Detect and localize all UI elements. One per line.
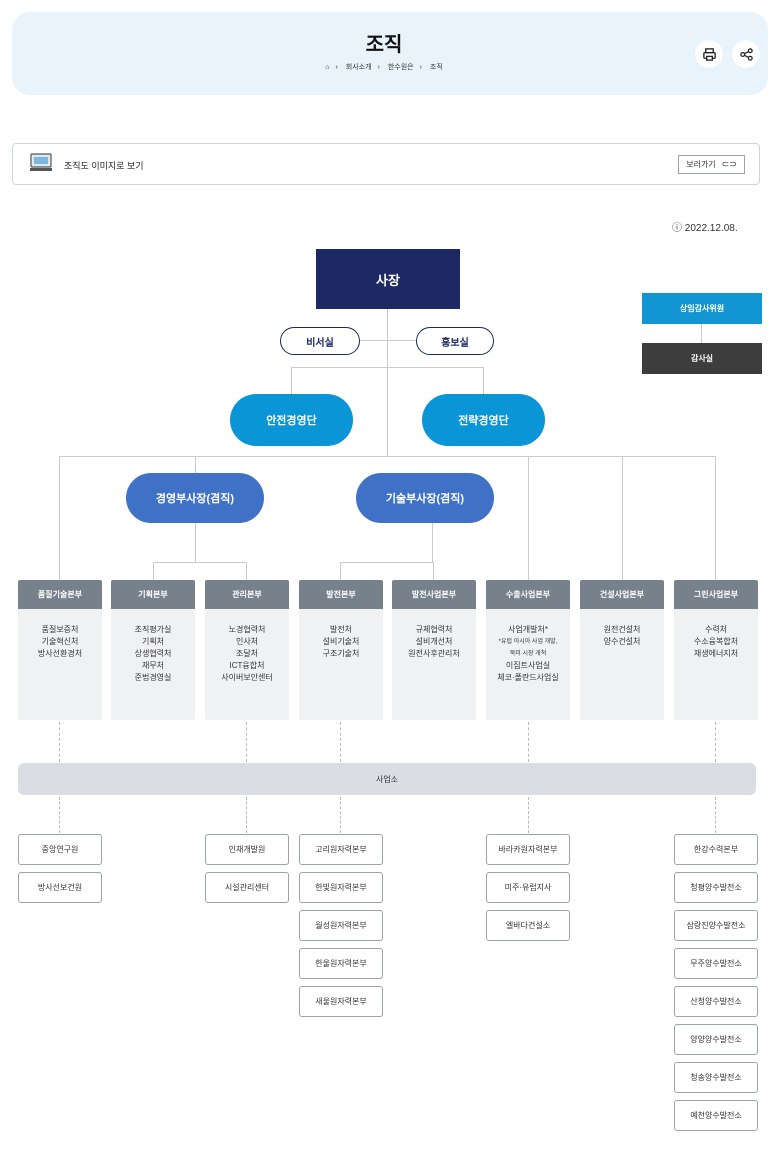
image-view-label: 조직도 이미지로 보기 bbox=[64, 161, 144, 171]
image-view-bar bbox=[12, 143, 760, 185]
connector bbox=[483, 367, 484, 394]
dashed-connector bbox=[528, 797, 529, 833]
standing-auditor-box: 상임감사위원 bbox=[642, 293, 762, 324]
dashed-connector bbox=[246, 722, 247, 762]
date-text: 2022.12.08. bbox=[684, 223, 738, 234]
branch-box: 청평양수발전소 bbox=[674, 872, 758, 903]
branch-box: 예천양수발전소 bbox=[674, 1100, 758, 1131]
branch-box: 고리원자력본부 bbox=[299, 834, 383, 865]
link-icon: ⊂⊃ bbox=[721, 159, 737, 169]
audit-office-box: 감사실 bbox=[642, 343, 762, 374]
branch-box: 청송양수발전소 bbox=[674, 1062, 758, 1093]
branch-box: 한강수력본부 bbox=[674, 834, 758, 865]
hq-header: 기획본부 bbox=[111, 580, 195, 609]
dashed-connector bbox=[340, 797, 341, 833]
hq-header: 발전사업본부 bbox=[392, 580, 476, 609]
connector bbox=[195, 523, 196, 563]
strategy-box: 전략경영단 bbox=[422, 394, 545, 446]
hq-header: 품질기술본부 bbox=[18, 580, 102, 609]
hq-header: 건설사업본부 bbox=[580, 580, 664, 609]
dashed-connector bbox=[59, 797, 60, 833]
branch-box: 양양양수발전소 bbox=[674, 1024, 758, 1055]
branch-box: 무주양수발전소 bbox=[674, 948, 758, 979]
dashed-connector bbox=[715, 797, 716, 833]
connector bbox=[246, 562, 247, 580]
clock-icon: ⓘ bbox=[672, 223, 682, 234]
home-icon[interactable]: ⌂ bbox=[325, 64, 330, 71]
connector bbox=[433, 562, 434, 580]
branch-box: 산청양수발전소 bbox=[674, 986, 758, 1017]
connector bbox=[59, 456, 716, 457]
connector bbox=[334, 340, 416, 341]
view-button[interactable]: 보러가기 ⊂⊃ bbox=[678, 155, 745, 174]
monitor-icon bbox=[30, 153, 52, 171]
safety-box: 안전경영단 bbox=[230, 394, 353, 446]
dashed-connector bbox=[246, 797, 247, 833]
branch-box: 방사선보건원 bbox=[18, 872, 102, 903]
ceo-box: 사장 bbox=[316, 249, 460, 309]
connector bbox=[387, 309, 388, 456]
connector bbox=[528, 456, 529, 580]
breadcrumb-item[interactable]: 회사소개 bbox=[345, 64, 372, 71]
connector bbox=[340, 562, 434, 563]
vp-technology-box: 기술부사장(겸직) bbox=[356, 473, 494, 523]
branch-box: 한울원자력본부 bbox=[299, 948, 383, 979]
connector bbox=[715, 456, 716, 580]
hq-header: 발전본부 bbox=[299, 580, 383, 609]
branch-box: 삼랑진양수발전소 bbox=[674, 910, 758, 941]
connector bbox=[340, 562, 341, 580]
hq-header: 그린사업본부 bbox=[674, 580, 758, 609]
pr-box: 홍보실 bbox=[416, 327, 494, 355]
vp-management-box: 경영부사장(겸직) bbox=[126, 473, 264, 523]
branch-box: 중앙연구원 bbox=[18, 834, 102, 865]
connector bbox=[291, 367, 484, 368]
business-sites-bar: 사업소 bbox=[18, 763, 756, 795]
branch-box: 미주·유럽지사 bbox=[486, 872, 570, 903]
branch-box: 바라카원자력본부 bbox=[486, 834, 570, 865]
dashed-connector bbox=[59, 722, 60, 762]
hq-header: 수출사업본부 bbox=[486, 580, 570, 609]
connector bbox=[291, 367, 292, 394]
branch-box: 한빛원자력본부 bbox=[299, 872, 383, 903]
connector bbox=[701, 324, 702, 343]
page-header bbox=[12, 12, 768, 95]
secretary-box: 비서실 bbox=[280, 327, 360, 355]
connector bbox=[153, 562, 154, 580]
print-button[interactable] bbox=[695, 40, 723, 68]
share-icon bbox=[739, 47, 753, 61]
connector bbox=[153, 562, 247, 563]
dashed-connector bbox=[340, 722, 341, 762]
breadcrumb-item[interactable]: 조직 bbox=[429, 64, 443, 71]
dashed-connector bbox=[715, 722, 716, 762]
org-date: ⓘ 2022.12.08. bbox=[672, 219, 738, 234]
connector bbox=[59, 456, 60, 580]
connector bbox=[195, 456, 196, 473]
branch-box: 엘바다건설소 bbox=[486, 910, 570, 941]
breadcrumb-item[interactable]: 한수원은 bbox=[387, 64, 414, 71]
page-title: 조직 bbox=[365, 34, 403, 56]
dashed-connector bbox=[528, 722, 529, 762]
branch-box: 인재개발원 bbox=[205, 834, 289, 865]
branch-box: 월성원자력본부 bbox=[299, 910, 383, 941]
breadcrumb: ⌂› 회사소개› 한수원은› 조직 bbox=[325, 64, 443, 71]
print-icon bbox=[702, 47, 716, 61]
hq-header: 관리본부 bbox=[205, 580, 289, 609]
branch-box: 새울원자력본부 bbox=[299, 986, 383, 1017]
share-button[interactable] bbox=[732, 40, 760, 68]
connector bbox=[622, 456, 623, 580]
connector bbox=[432, 523, 433, 563]
branch-box: 시설관리센터 bbox=[205, 872, 289, 903]
